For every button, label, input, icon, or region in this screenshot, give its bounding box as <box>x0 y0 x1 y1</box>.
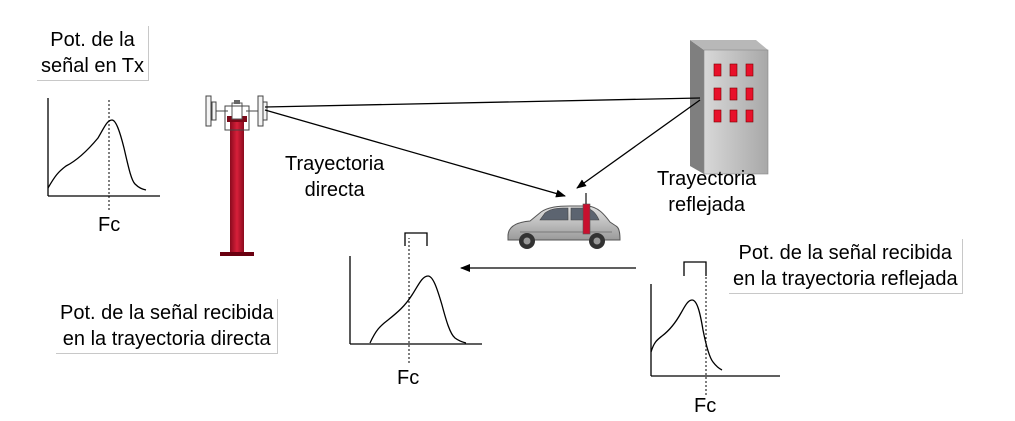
rx-reflected-power-label-line1: Pot. de la señal recibida <box>738 242 953 264</box>
propagation-paths <box>264 97 701 198</box>
fc-label-reflected: Fc <box>694 395 717 417</box>
fc-label-tx: Fc <box>98 214 121 236</box>
tx-power-label-line2: señal en Tx <box>41 55 145 77</box>
rx-reflected-spectrum-curve <box>650 299 723 371</box>
rx-direct-spectrum-curve <box>369 275 467 344</box>
rx-direct-spectrum-plot <box>349 232 482 363</box>
fc-label-direct: Fc <box>397 367 420 389</box>
rx-reflected-power-label: Pot. de la señal recibida en la trayecto… <box>729 239 963 294</box>
direct-path-arrow <box>264 109 566 198</box>
direct-path-label-line1: Trayectoria <box>285 153 385 175</box>
rx-direct-bandwidth-bracket <box>404 232 428 246</box>
tower-to-building-line <box>264 97 701 108</box>
rx-reflected-bandwidth-bracket <box>683 261 707 276</box>
rx-direct-power-label-line1: Pot. de la señal recibida <box>60 302 274 324</box>
reflected-path-label-line1: Trayectoria <box>657 168 757 190</box>
rx-direct-power-label-line2: en la trayectoria directa <box>62 328 271 350</box>
direct-path-label-line2: directa <box>304 179 365 201</box>
tx-power-label: Pot. de la señal en Tx <box>37 26 150 81</box>
reflected-path-label-line2: reflejada <box>668 194 745 216</box>
rx-direct-power-label: Pot. de la señal recibida en la trayecto… <box>56 299 279 354</box>
rx-reflected-power-label-line2: en la trayectoria reflejada <box>733 268 958 290</box>
reflected-path-arrow <box>576 99 701 189</box>
reflected-path-label: Trayectoria reflejada <box>657 166 756 218</box>
rx-reflected-spectrum-plot <box>650 261 780 395</box>
tx-spectrum-curve <box>47 119 147 191</box>
direct-path-label: Trayectoria directa <box>285 151 384 203</box>
tx-spectrum-plot <box>47 98 160 210</box>
car-icon <box>507 193 621 249</box>
antenna-tower-icon <box>205 95 268 256</box>
tx-power-label-line1: Pot. de la <box>50 29 135 51</box>
building-windows <box>713 63 754 123</box>
building-icon <box>690 40 769 175</box>
